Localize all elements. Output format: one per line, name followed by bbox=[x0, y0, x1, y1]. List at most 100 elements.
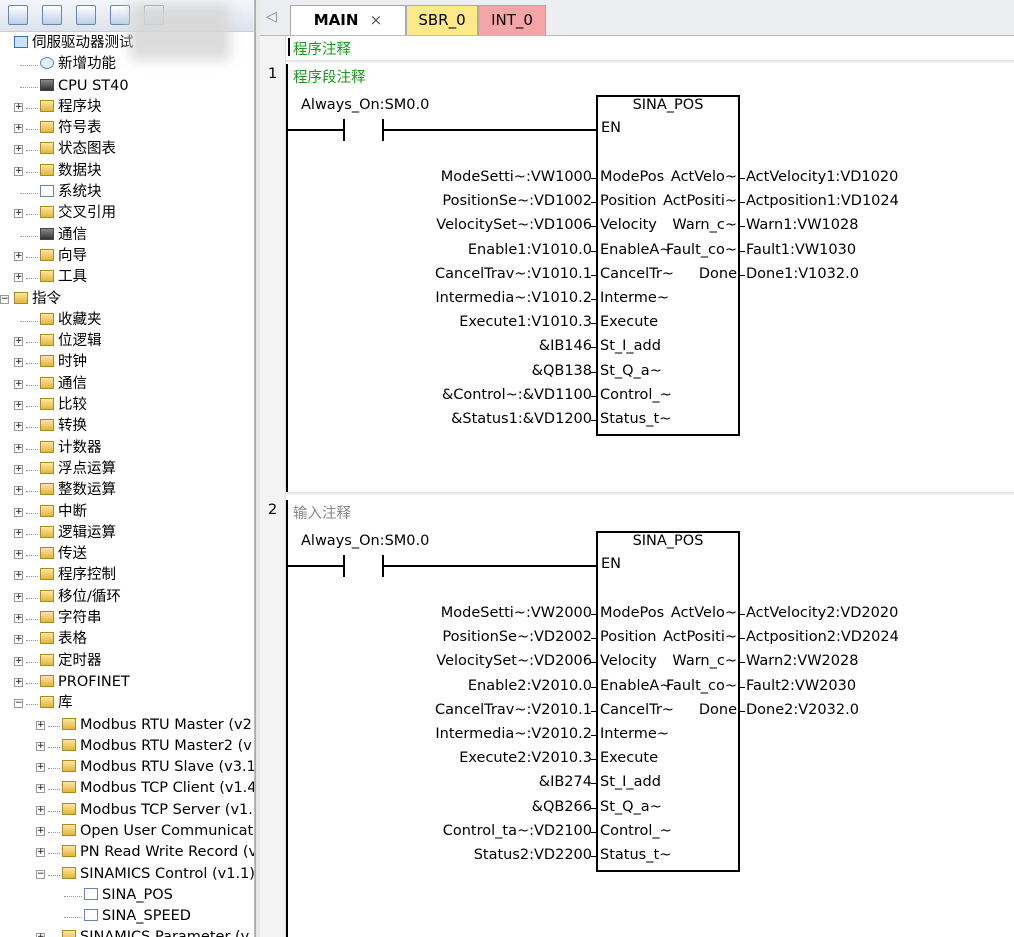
input-operand[interactable]: Intermedia~:V1010.2 bbox=[435, 290, 592, 306]
tree-item[interactable]: +浮点运算 bbox=[0, 459, 254, 480]
output-operand[interactable]: Fault1:VW1030 bbox=[746, 241, 857, 258]
input-operand[interactable]: &IB274 bbox=[538, 774, 592, 791]
collapse-icon[interactable]: − bbox=[36, 868, 45, 879]
expand-icon[interactable]: + bbox=[14, 400, 23, 411]
tree-item[interactable]: +通信 bbox=[0, 374, 254, 395]
expand-icon[interactable]: + bbox=[14, 144, 23, 155]
input-operand[interactable]: &Control~:&VD1100 bbox=[441, 386, 592, 403]
expand-icon[interactable]: + bbox=[14, 442, 23, 453]
tree-item[interactable]: 收藏夹 bbox=[0, 310, 254, 331]
tree-item[interactable]: +计数器 bbox=[0, 438, 254, 459]
input-operand[interactable]: Execute2:V2010.3 bbox=[459, 750, 592, 767]
tree-item[interactable]: 系统块 bbox=[0, 182, 254, 203]
tree-item[interactable]: +符号表 bbox=[0, 118, 254, 139]
expand-icon[interactable]: + bbox=[36, 783, 45, 794]
tree-item[interactable]: +Modbus RTU Master2 (v bbox=[0, 736, 254, 757]
expand-icon[interactable]: + bbox=[14, 272, 23, 283]
input-operand[interactable]: &IB146 bbox=[538, 338, 592, 355]
input-operand[interactable]: VelocitySet~:VD1006 bbox=[436, 217, 592, 234]
tree-item[interactable]: +定时器 bbox=[0, 651, 254, 672]
sina-pos-block[interactable] bbox=[596, 95, 740, 437]
expand-icon[interactable]: + bbox=[14, 421, 23, 432]
expand-icon[interactable]: + bbox=[14, 570, 23, 581]
network-comment[interactable]: 程序段注释 bbox=[293, 70, 366, 86]
expand-icon[interactable]: + bbox=[36, 825, 45, 836]
expand-icon[interactable]: + bbox=[14, 250, 23, 261]
expand-icon[interactable]: + bbox=[14, 676, 23, 687]
input-operand[interactable]: PositionSe~:VD2002 bbox=[442, 629, 592, 646]
table-icon[interactable] bbox=[42, 5, 62, 25]
expand-icon[interactable]: + bbox=[14, 613, 23, 624]
tab-sbr0[interactable]: SBR_0 bbox=[406, 5, 478, 35]
input-operand[interactable]: &QB138 bbox=[531, 362, 592, 379]
tree-item[interactable]: −SINAMICS Control (v1.1) bbox=[0, 864, 254, 885]
input-operand[interactable]: Intermedia~:V2010.2 bbox=[435, 726, 592, 742]
tree-item[interactable]: +PN Read Write Record (v bbox=[0, 842, 254, 863]
tree-item[interactable]: +移位/循环 bbox=[0, 587, 254, 608]
input-operand[interactable]: Enable1:V1010.0 bbox=[467, 241, 592, 258]
output-operand[interactable]: Done2:V2032.0 bbox=[746, 701, 859, 718]
tree-item[interactable]: +转换 bbox=[0, 416, 254, 437]
tree-item[interactable]: +程序块 bbox=[0, 97, 254, 118]
tab-main[interactable]: MAIN × bbox=[290, 5, 406, 35]
tree-item[interactable]: +时钟 bbox=[0, 352, 254, 373]
doc-icon[interactable] bbox=[76, 5, 96, 25]
expand-icon[interactable]: + bbox=[14, 506, 23, 517]
collapse-icon[interactable]: − bbox=[14, 698, 23, 709]
tree-item[interactable]: −指令 bbox=[0, 289, 254, 310]
output-operand[interactable]: Warn1:VW1028 bbox=[746, 217, 859, 234]
expand-icon[interactable]: + bbox=[36, 740, 45, 751]
expand-icon[interactable]: + bbox=[14, 591, 23, 602]
input-operand[interactable]: VelocitySet~:VD2006 bbox=[436, 653, 592, 670]
expand-icon[interactable]: + bbox=[14, 165, 23, 176]
input-operand[interactable]: CancelTrav~:V1010.1 bbox=[435, 265, 592, 282]
input-operand[interactable]: ModeSetti~:VW1000 bbox=[440, 169, 592, 185]
tree-item[interactable]: CPU ST40 bbox=[0, 76, 254, 97]
expand-icon[interactable]: + bbox=[14, 123, 23, 134]
tree-item[interactable]: +位逻辑 bbox=[0, 331, 254, 352]
expand-icon[interactable]: + bbox=[14, 527, 23, 538]
tree-item[interactable]: SINA_POS bbox=[0, 885, 254, 906]
output-operand[interactable]: Warn2:VW2028 bbox=[746, 653, 859, 670]
input-operand[interactable]: ModeSetti~:VW2000 bbox=[440, 605, 592, 621]
tree-item[interactable]: +SINAMICS Parameter (v bbox=[0, 927, 254, 937]
expand-icon[interactable]: + bbox=[14, 485, 23, 496]
program-comment[interactable]: 程序注释 bbox=[293, 42, 351, 58]
expand-icon[interactable]: + bbox=[14, 378, 23, 389]
input-operand[interactable]: Execute1:V1010.3 bbox=[459, 314, 592, 331]
input-operand[interactable]: &QB266 bbox=[531, 798, 592, 815]
expand-icon[interactable]: + bbox=[36, 762, 45, 773]
tree-item[interactable]: +整数运算 bbox=[0, 480, 254, 501]
tree-item[interactable]: +向导 bbox=[0, 246, 254, 267]
tree-item[interactable]: SINA_SPEED bbox=[0, 906, 254, 927]
tree-item[interactable]: +传送 bbox=[0, 544, 254, 565]
input-operand[interactable]: PositionSe~:VD1002 bbox=[442, 193, 592, 210]
project-icon[interactable] bbox=[8, 5, 28, 25]
expand-icon[interactable]: + bbox=[14, 336, 23, 347]
output-operand[interactable]: Done1:V1032.0 bbox=[746, 265, 859, 282]
input-operand[interactable]: &Status1:&VD1200 bbox=[451, 411, 592, 427]
expand-icon[interactable]: + bbox=[36, 847, 45, 858]
tree-item[interactable]: +PROFINET bbox=[0, 672, 254, 693]
network-comment[interactable]: 输入注释 bbox=[293, 506, 351, 522]
panel-splitter[interactable] bbox=[255, 0, 260, 937]
tree-item[interactable]: +Open User Communicati bbox=[0, 821, 254, 842]
tree-item[interactable]: +表格 bbox=[0, 629, 254, 650]
expand-icon[interactable]: + bbox=[14, 549, 23, 560]
output-operand[interactable]: Actposition1:VD1024 bbox=[746, 193, 899, 210]
tree-item[interactable]: +数据块 bbox=[0, 161, 254, 182]
expand-icon[interactable]: + bbox=[36, 933, 45, 937]
expand-icon[interactable]: + bbox=[14, 357, 23, 368]
tree-item[interactable]: +Modbus RTU Slave (v3.1 bbox=[0, 757, 254, 778]
tree-item[interactable]: +逻辑运算 bbox=[0, 523, 254, 544]
tree-item[interactable]: +中断 bbox=[0, 502, 254, 523]
tree-item[interactable]: +工具 bbox=[0, 267, 254, 288]
input-operand[interactable]: Enable2:V2010.0 bbox=[467, 677, 592, 694]
input-operand[interactable]: Control_ta~:VD2100 bbox=[442, 822, 592, 839]
expand-icon[interactable]: + bbox=[36, 719, 45, 730]
output-operand[interactable]: ActVelocity1:VD1020 bbox=[746, 169, 899, 185]
output-operand[interactable]: Fault2:VW2030 bbox=[746, 677, 857, 694]
sina-pos-block[interactable] bbox=[596, 531, 740, 873]
expand-icon[interactable]: + bbox=[14, 101, 23, 112]
collapse-icon[interactable]: − bbox=[0, 293, 9, 304]
